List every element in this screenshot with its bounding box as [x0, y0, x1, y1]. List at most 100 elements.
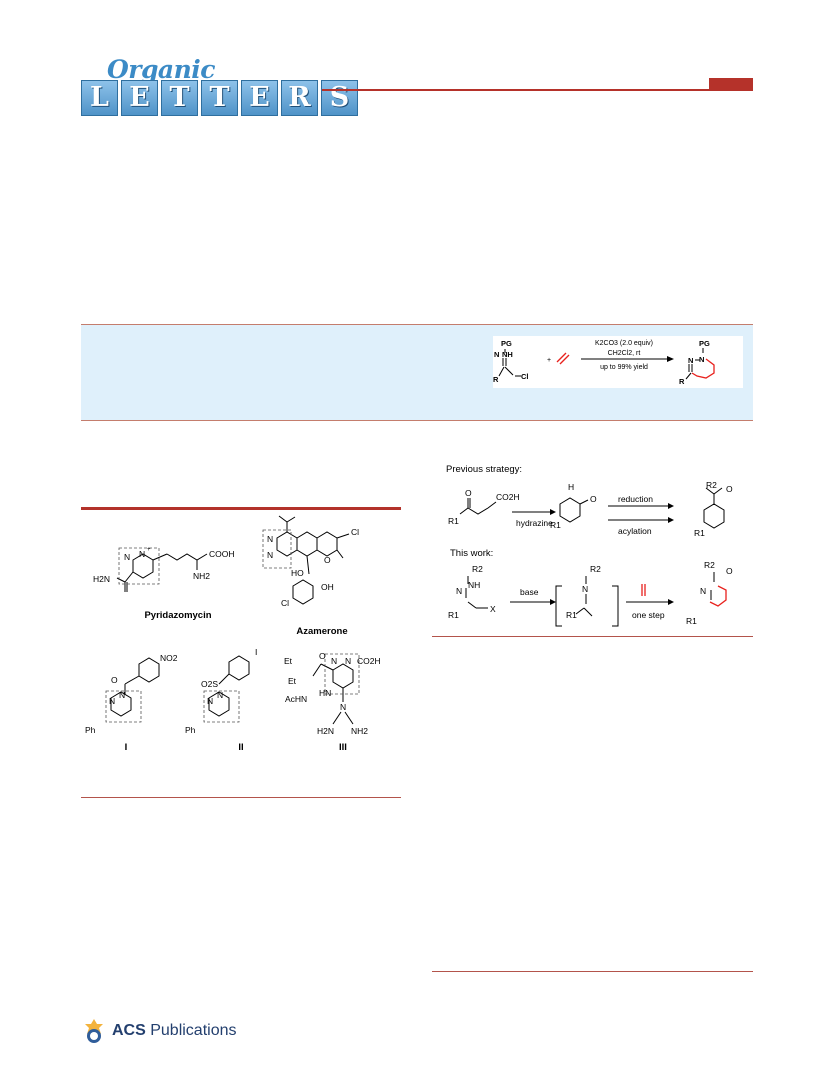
pyridazomycin-name: Pyridazomycin: [144, 610, 211, 621]
toc-plus: +: [547, 357, 551, 364]
compound-i-no2: NO2: [160, 653, 178, 663]
compound-i-n2: N: [119, 690, 125, 700]
scheme-bottom-rule: [432, 636, 753, 637]
compound-i-label: I: [125, 742, 128, 753]
scheme-hydrazine: hydrazine: [516, 518, 553, 528]
azamerone-cl-top: Cl: [351, 527, 359, 537]
azamerone-n2: N: [267, 550, 273, 560]
abstract-box: PG NH N R Cl PG N N R + K2CO3 (2.0 equiv…: [81, 324, 753, 421]
scheme-reduction: reduction: [618, 494, 653, 504]
compound-ii-n1: N: [207, 696, 213, 706]
azamerone-oh: OH: [321, 582, 334, 592]
compound-iii-hn: HN: [319, 688, 331, 698]
journal-letter-tiles: L E T T E R S: [81, 80, 358, 116]
scheme-r1-prev-product: R1: [694, 528, 705, 538]
scheme-r1-product: R1: [686, 616, 697, 626]
scheme-r2-work: R2: [472, 564, 483, 574]
compound-ii-ph: Ph: [185, 725, 196, 735]
compound-ii-label: II: [238, 742, 243, 753]
scheme-arrow-head: [550, 599, 556, 605]
figure-structures-svg: N N + COOH NH2 H2N Pyridazomycin N N Cl …: [85, 515, 381, 753]
toc-r: R: [493, 375, 499, 384]
compound-iii-et1: Et: [284, 656, 293, 666]
scheme-o-prev: O: [726, 484, 733, 494]
scheme-arrow-head: [668, 599, 674, 605]
journal-script-word: Organic: [107, 55, 216, 84]
compound-iii-label: III: [339, 742, 347, 753]
scheme-strategy: Previous strategy: This work: O CO2H R1 …: [432, 460, 753, 636]
compound-ii-iodo: I: [255, 647, 257, 657]
journal-logo: Organic L E T T E R S: [81, 55, 358, 120]
compound-i-o: O: [111, 675, 118, 685]
azamerone-ho: HO: [291, 568, 304, 578]
toc-graphic: PG NH N R Cl PG N N R + K2CO3 (2.0 equiv…: [493, 336, 743, 388]
figure-bottom-rule: [81, 797, 401, 798]
pyridazomycin-amide: H2N: [93, 574, 110, 584]
scheme-this-work-label: This work:: [450, 548, 493, 559]
toc-arrow-head: [667, 356, 674, 362]
scheme-r2-product: R2: [704, 560, 715, 570]
scheme-r1-work: R1: [448, 610, 459, 620]
compound-ii-n2: N: [217, 690, 223, 700]
toc-product-n2: N: [688, 356, 693, 365]
compound-ii-so2: O2S: [201, 679, 218, 689]
logo-letter-tile: S: [321, 80, 358, 116]
column-bottom-rule: [432, 971, 753, 972]
scheme-r1-pyridazinone: R1: [550, 520, 561, 530]
compound-iii-n2: N: [345, 656, 351, 666]
toc-conditions-base: K2CO3 (2.0 equiv): [595, 340, 653, 347]
scheme-co2h: CO2H: [496, 492, 520, 502]
acs-publications-wordmark: ACS Publications: [112, 1022, 237, 1039]
scheme-r2-prev: R2: [706, 480, 717, 490]
figure-top-rule: [81, 507, 401, 510]
compound-i-n1: N: [109, 696, 115, 706]
compound-iii-o: O: [319, 651, 326, 661]
toc-cl: Cl: [521, 372, 529, 381]
scheme-n-intermediate: N: [582, 584, 588, 594]
toc-yield: up to 99% yield: [600, 364, 648, 371]
figure-natural-products: N N + COOH NH2 H2N Pyridazomycin N N Cl …: [81, 512, 401, 757]
scheme-n-work: N: [456, 586, 462, 596]
compound-iii-et2: Et: [288, 676, 297, 686]
scheme-r1-start: R1: [448, 516, 459, 526]
scheme-x: X: [490, 604, 496, 614]
toc-reaction-svg: PG NH N R Cl PG N N R + K2CO3 (2.0 equiv…: [493, 339, 715, 386]
compound-iii-nh2: NH2: [351, 726, 368, 736]
scheme-base: base: [520, 587, 539, 597]
azamerone-ring-o: O: [324, 555, 331, 565]
acs-publications-logo: ACS Publications: [82, 1016, 237, 1046]
azamerone-cl-bottom: Cl: [281, 598, 289, 608]
scheme-acylation: acylation: [618, 526, 652, 536]
scheme-arrow-head: [550, 509, 556, 515]
logo-letter-tile: L: [81, 80, 118, 116]
logo-letter-tile: E: [241, 80, 278, 116]
scheme-arrow-head: [668, 517, 674, 523]
toc-product-r: R: [679, 377, 685, 386]
scheme-r1-intermediate: R1: [566, 610, 577, 620]
scheme-o-top: O: [465, 488, 472, 498]
azamerone-name: Azamerone: [296, 626, 347, 637]
scheme-one-step: one step: [632, 610, 665, 620]
toc-hydrazone-n: N: [494, 350, 499, 359]
compound-iii-co2h: CO2H: [357, 656, 381, 666]
scheme-arrow-head: [668, 503, 674, 509]
compound-iii-h2n: H2N: [317, 726, 334, 736]
acs-emblem-icon: [85, 1019, 103, 1043]
compound-iii-imine-n: N: [340, 702, 346, 712]
scheme-pyridazinone-o: O: [590, 494, 597, 504]
toc-product-pg: PG: [699, 339, 710, 348]
pyridazomycin-nh2: NH2: [193, 571, 210, 581]
compound-iii-n1: N: [331, 656, 337, 666]
compound-iii-achn: AcHN: [285, 694, 307, 704]
pyridazomycin-n: N: [124, 552, 130, 562]
toc-nh: NH: [502, 350, 513, 359]
scheme-o-product: O: [726, 566, 733, 576]
pyridazomycin-n-plus: N: [139, 549, 145, 559]
logo-letter-tile: T: [161, 80, 198, 116]
toc-pg: PG: [501, 339, 512, 348]
logo-letter-tile: E: [121, 80, 158, 116]
header-tab: [709, 78, 753, 91]
logo-letter-tile: T: [201, 80, 238, 116]
scheme-previous-label: Previous strategy:: [446, 464, 522, 475]
header-rule: [322, 89, 753, 91]
